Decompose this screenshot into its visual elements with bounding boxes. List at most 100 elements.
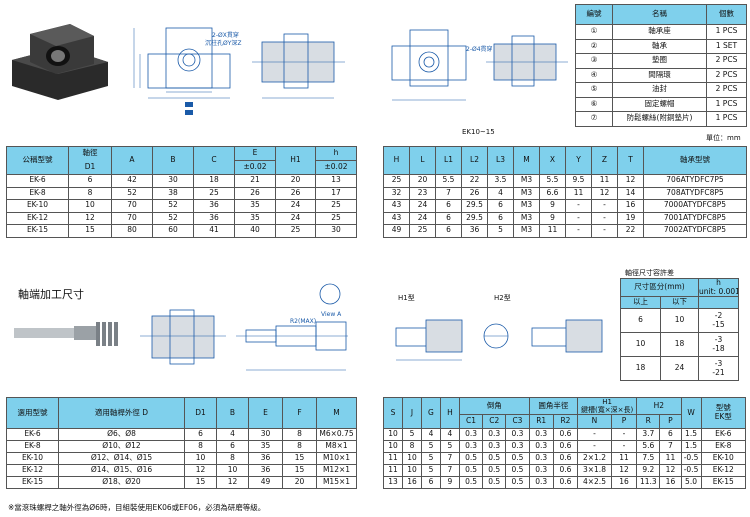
dim2-row-cell: 7000ATYDFC8P5 [643, 199, 747, 213]
tol-value-cell: -3-18 [698, 332, 739, 358]
sel2-row-cell: EK-6 [700, 428, 747, 442]
dim2-row-cell: 7 [435, 186, 462, 200]
sel2-row-cell: 6 [420, 476, 441, 490]
sel2-row-cell: 16 [401, 476, 422, 490]
sel1-row-cell: EK-12 [6, 464, 59, 477]
r2-label: R2(MAX) [290, 318, 317, 325]
sel1-row-cell: 49 [248, 476, 283, 489]
sel1-row-cell: 12 [184, 464, 217, 477]
sel2-row-cell: 8 [401, 440, 422, 454]
sel2-row-cell: 0.6 [552, 452, 579, 466]
dim1-row-cell: 80 [111, 224, 153, 238]
sel2-row-cell: - [610, 440, 638, 454]
sel2-row-cell: 7 [439, 452, 460, 466]
dim2-row-cell: 20 [409, 174, 436, 188]
sel1-row-cell: 20 [282, 476, 317, 489]
dim2-row-cell: 32 [383, 186, 410, 200]
sel1-header: 選用型號 [6, 397, 59, 429]
dim1-row-cell: 42 [111, 174, 153, 188]
shaft-photo [14, 322, 118, 346]
sel1-row-cell: 6 [216, 440, 249, 453]
tol-h-below: 以下 [660, 296, 699, 310]
dim2-row-cell: 25 [409, 224, 436, 238]
parts-row-cell: 1 PCS [706, 96, 747, 112]
dim2-row-cell: 43 [383, 199, 410, 213]
sel2-row-cell: 9 [439, 476, 460, 490]
tol-above-cell: 10 [620, 332, 661, 358]
sel2-row-cell: 0.5 [482, 452, 507, 466]
sel2-row-cell: - [577, 428, 612, 442]
sel1-row-cell: EK-8 [6, 440, 59, 453]
dim1-row-cell: EK-8 [6, 186, 69, 200]
sel2-row-cell: 2×1.2 [577, 452, 612, 466]
dim2-row-cell: - [565, 211, 592, 225]
h2-type-drawing [483, 319, 603, 353]
dim2-row-cell: 19 [617, 211, 644, 225]
sel2-row-cell: 5 [420, 452, 441, 466]
h1-type-drawing [395, 319, 463, 361]
dim1-h-h: h [315, 146, 357, 161]
parts-row-cell: ④ [575, 67, 613, 83]
dim1-row-cell: 15 [68, 224, 112, 238]
sel2-row-cell: 5.0 [680, 476, 702, 490]
tol-above-cell: 18 [620, 356, 661, 382]
sel2-row-cell: 7 [659, 440, 682, 454]
sel1-row-cell: 36 [248, 464, 283, 477]
dim2-row-cell: 12 [591, 186, 618, 200]
dim2-row-cell: M3 [513, 174, 540, 188]
parts-row-cell: ⑥ [575, 96, 613, 112]
sel2-row-cell: EK-10 [700, 452, 747, 466]
sel2-h-j: J [401, 396, 422, 430]
view-a-label: View A [321, 311, 342, 318]
sel2-row-cell: 0.5 [458, 476, 484, 490]
tol-upper: -3 [714, 335, 723, 345]
sel2-row-cell: EK-8 [700, 440, 747, 454]
sel1-row-cell: M12×1 [316, 464, 357, 477]
sel2-row-cell: 0.5 [482, 464, 507, 478]
dim2-row-cell: 5.5 [539, 174, 566, 188]
dim1-row-cell: 30 [315, 224, 357, 238]
dim1-row-cell: 25 [275, 224, 316, 238]
sel2-row-cell: 3×1.8 [577, 464, 612, 478]
dim1-h-model: 公稱型號 [6, 146, 69, 175]
dim1-row-cell: 21 [234, 174, 276, 188]
h1-type-label: H1型 [398, 294, 415, 302]
sel2-row-cell: EK-12 [700, 464, 747, 478]
tol-below-cell: 10 [660, 308, 699, 334]
sel2-row-cell: EK-15 [700, 476, 747, 490]
sel2-row-cell: 16 [659, 476, 682, 490]
dim1-row-cell: 52 [152, 199, 194, 213]
sel1-header: 適用軸桿外徑 D [58, 397, 185, 429]
sel2-row-cell: 0.3 [528, 428, 554, 442]
dim2-row-cell: 11 [539, 224, 566, 238]
parts-header-name: 名稱 [612, 4, 707, 25]
dim2-row-cell: 6 [435, 211, 462, 225]
dim1-row-cell: 17 [315, 186, 357, 200]
sel2-h-s: S [383, 396, 403, 430]
sel2-row-cell: 0.5 [482, 476, 507, 490]
dim2-row-cell: 7001ATYDFC8P5 [643, 211, 747, 225]
series-caption: EK10~15 [462, 128, 495, 136]
dim1-row-cell: 18 [193, 174, 235, 188]
dim1-h-e-tol: ±0.02 [234, 160, 276, 175]
dim2-header: Y [565, 146, 592, 175]
dim1-row-cell: 41 [193, 224, 235, 238]
shaft-drawings [14, 283, 603, 371]
sel1-row-cell: 10 [184, 452, 217, 465]
sel1-row-cell: 12 [216, 476, 249, 489]
